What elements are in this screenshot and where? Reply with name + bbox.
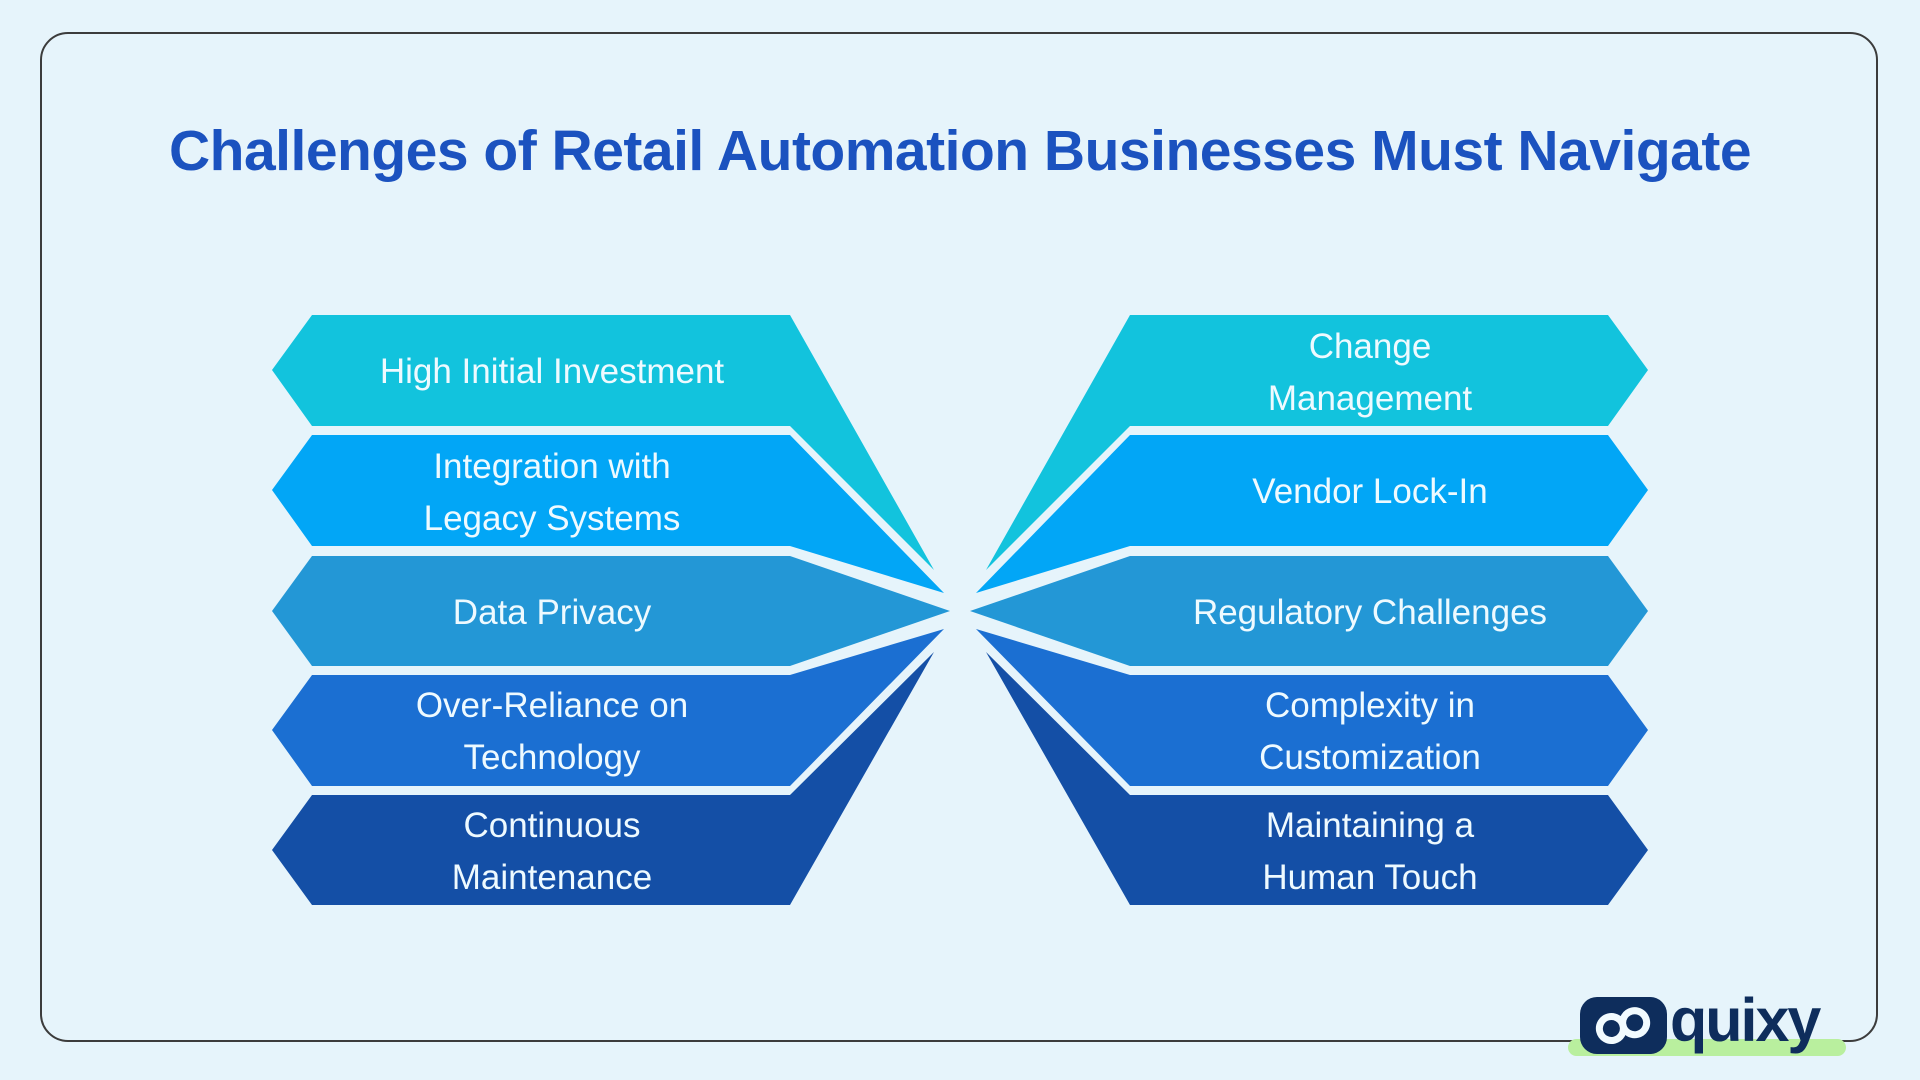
band-label: Continuous: [463, 806, 640, 845]
band-left-continuous-maintenance: [272, 652, 934, 905]
band-label: Regulatory Challenges: [1193, 593, 1547, 632]
band-label: Maintaining a: [1266, 806, 1475, 845]
infinity-loop-icon: [1580, 997, 1667, 1054]
infographic-card-frame: [40, 32, 1878, 1042]
band-label: Human Touch: [1262, 858, 1477, 897]
band-left-integration-legacy: [272, 435, 944, 593]
band-right-change-management: [986, 315, 1648, 570]
band-label: Management: [1268, 379, 1473, 418]
band-label: Over-Reliance on: [416, 686, 688, 725]
page-title: Challenges of Retail Automation Business…: [168, 119, 1752, 183]
band-label: Legacy Systems: [424, 499, 681, 538]
band-label: High Initial Investment: [380, 352, 725, 391]
band-right-regulatory-challenges: [970, 556, 1648, 666]
band-label: Maintenance: [452, 858, 652, 897]
band-left-over-reliance: [272, 629, 944, 786]
band-label: Complexity in: [1265, 686, 1475, 725]
logo-wordmark: quixy: [1670, 986, 1821, 1054]
band-right-maintaining-human-touch: [986, 652, 1648, 905]
band-left-high-initial-investment: [272, 315, 934, 570]
band-label: Vendor Lock-In: [1252, 472, 1487, 511]
band-label: Customization: [1259, 738, 1481, 777]
band-left-data-privacy: [272, 556, 950, 666]
band-label: Integration with: [433, 447, 670, 486]
band-label: Data Privacy: [453, 593, 652, 632]
band-label: Technology: [463, 738, 641, 777]
band-right-complexity-customization: [976, 629, 1648, 786]
band-right-vendor-lock-in: [976, 435, 1648, 593]
band-label: Change: [1309, 327, 1432, 366]
